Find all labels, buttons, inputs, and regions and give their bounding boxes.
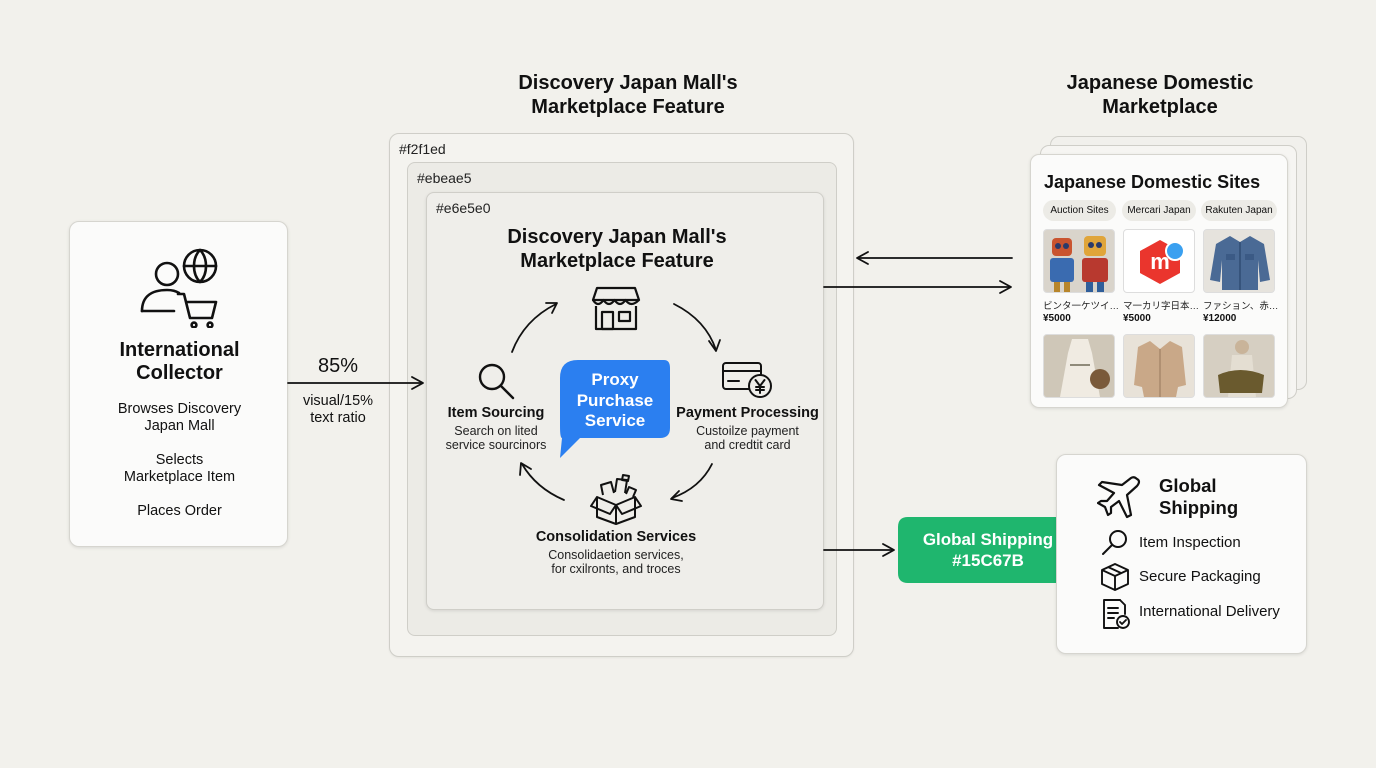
ratio-caption-line1: visual/15% bbox=[302, 393, 374, 409]
feature-title: Discovery Japan Mall's Marketplace Featu… bbox=[457, 225, 777, 273]
feature-title-line1: Discovery Japan Mall's bbox=[507, 226, 727, 248]
ratio-value: 85% bbox=[317, 355, 359, 377]
arrow-feature-to-shipping bbox=[823, 543, 895, 557]
sites-title: Japanese Domestic Sites bbox=[1044, 172, 1261, 192]
heading-right: Japanese Domestic Marketplace bbox=[1010, 71, 1310, 119]
collector-step-line1: Browses Discovery bbox=[117, 401, 242, 417]
collector-step: Browses Discovery Japan Mall bbox=[70, 401, 289, 435]
proxy-service-label: Proxy Purchase Service bbox=[560, 370, 670, 432]
package-icon bbox=[1101, 563, 1129, 591]
product-image-dress[interactable] bbox=[1043, 334, 1115, 398]
collector-title-line1: International bbox=[119, 339, 240, 361]
collector-step-line1: Places Order bbox=[137, 503, 222, 519]
heading-right-line1: Japanese Domestic bbox=[1066, 72, 1254, 94]
arrow-collector-to-feature bbox=[287, 376, 424, 390]
node-consolidation: Consolidation Services Consolidaetion se… bbox=[516, 529, 716, 576]
product-image-bag[interactable] bbox=[1203, 334, 1275, 398]
proxy-service-line3: Service bbox=[584, 411, 646, 430]
node-title: Item Sourcing bbox=[447, 405, 545, 421]
mercari-letter: m bbox=[1150, 249, 1170, 274]
credit-card-yen-icon bbox=[722, 362, 772, 398]
product-image-robot-toys[interactable] bbox=[1043, 229, 1115, 293]
product-name[interactable]: ファション、赤… bbox=[1203, 301, 1279, 312]
node-desc-line1: Search on lited bbox=[454, 424, 538, 438]
proxy-service-bubble bbox=[560, 360, 670, 458]
frame-middle-label: #ebeae5 bbox=[417, 170, 472, 186]
boxes-icon bbox=[590, 474, 642, 525]
shipping-badge-label: Global Shipping #15C67B bbox=[904, 530, 1072, 571]
product-name[interactable]: マ一カリ字日本… bbox=[1123, 301, 1200, 312]
document-check-icon bbox=[1103, 599, 1130, 629]
node-desc-line1: Custoilze payment bbox=[696, 424, 799, 438]
collector-step-line1: Selects bbox=[155, 452, 204, 468]
proxy-service-line1: Proxy bbox=[591, 370, 639, 389]
collector-step: Places Order bbox=[70, 503, 289, 520]
frame-inner-label: #e6e5e0 bbox=[436, 200, 491, 216]
cycle-arrow-bottom-right bbox=[670, 463, 713, 502]
collector-title-line2: Collector bbox=[136, 362, 223, 384]
product-image-denim-jacket[interactable] bbox=[1203, 229, 1275, 293]
collector-title: International Collector bbox=[70, 339, 289, 385]
cycle-arrow-top-left bbox=[511, 302, 558, 353]
collector-shopping-icon bbox=[140, 248, 218, 328]
feature-title-line2: Marketplace Feature bbox=[520, 250, 714, 272]
search-icon bbox=[478, 363, 515, 400]
shipping-card-title: Global Shipping bbox=[1159, 475, 1238, 519]
shipping-item-inspection: Item Inspection bbox=[1139, 534, 1241, 551]
proxy-service-line2: Purchase bbox=[576, 390, 654, 410]
heading-right-line2: Marketplace bbox=[1102, 96, 1218, 118]
cycle-arrow-top-right bbox=[673, 303, 721, 352]
cycle-arrow-bottom-left bbox=[519, 462, 565, 501]
collector-step-line2: Marketplace Item bbox=[123, 469, 236, 485]
feature-cycle bbox=[511, 302, 721, 502]
ratio-caption-line2: text ratio bbox=[310, 410, 366, 426]
node-desc-line1: Consolidaetion services, bbox=[548, 548, 684, 562]
product-image-mercari-logo[interactable]: m bbox=[1123, 229, 1195, 293]
arrow-sites-to-feature bbox=[856, 251, 1013, 265]
shipping-card: Global Shipping bbox=[1056, 454, 1307, 654]
collector-step-line2: Japan Mall bbox=[144, 418, 215, 434]
arrow-feature-to-sites bbox=[823, 280, 1012, 294]
magnifier-icon bbox=[1102, 530, 1127, 555]
product-price: ¥5000 bbox=[1043, 313, 1071, 324]
heading-center: Discovery Japan Mall's Marketplace Featu… bbox=[468, 71, 788, 119]
shipping-item-delivery: International Delivery bbox=[1139, 603, 1280, 620]
collector-card: International Collector Browses Discover… bbox=[69, 221, 288, 547]
node-desc-line2: for cxilronts, and troces bbox=[551, 562, 681, 576]
heading-center-line2: Marketplace Feature bbox=[531, 96, 725, 118]
product-price: ¥12000 bbox=[1203, 313, 1237, 324]
chip-mercari-japan[interactable]: Mercari Japan bbox=[1122, 200, 1196, 221]
node-title: Payment Processing bbox=[676, 405, 819, 421]
shipping-card-title-line1: Global bbox=[1159, 475, 1217, 496]
frame-outer-label: #f2f1ed bbox=[399, 141, 446, 157]
product-price: ¥5000 bbox=[1123, 313, 1151, 324]
shipping-card-title-line2: Shipping bbox=[1159, 497, 1239, 518]
shipping-badge-line2: #15C67B bbox=[952, 550, 1024, 570]
chip-auction-sites[interactable]: Auction Sites bbox=[1043, 200, 1116, 221]
store-icon bbox=[591, 286, 641, 331]
node-item-sourcing: Item Sourcing Search on lited service so… bbox=[426, 405, 566, 452]
shipping-badge-shape bbox=[898, 517, 1084, 583]
heading-center-line1: Discovery Japan Mall's bbox=[518, 72, 738, 94]
chip-rakuten-japan[interactable]: Rakuten Japan bbox=[1201, 200, 1277, 221]
collector-step: Selects Marketplace Item bbox=[70, 452, 289, 486]
node-payment-processing: Payment Processing Custoilze payment and… bbox=[669, 405, 826, 452]
node-desc-line2: service sourcinors bbox=[445, 438, 547, 452]
ratio-caption: visual/15% text ratio bbox=[290, 393, 386, 427]
shipping-badge-line1: Global Shipping bbox=[922, 530, 1054, 549]
product-image-cardigan[interactable] bbox=[1123, 334, 1195, 398]
airplane-icon bbox=[1097, 476, 1141, 519]
product-name[interactable]: ビンタ一ケツイ… bbox=[1043, 301, 1120, 312]
shipping-item-packaging: Secure Packaging bbox=[1139, 568, 1261, 585]
node-desc-line2: and credtit card bbox=[704, 438, 791, 452]
node-title: Consolidation Services bbox=[535, 529, 697, 545]
